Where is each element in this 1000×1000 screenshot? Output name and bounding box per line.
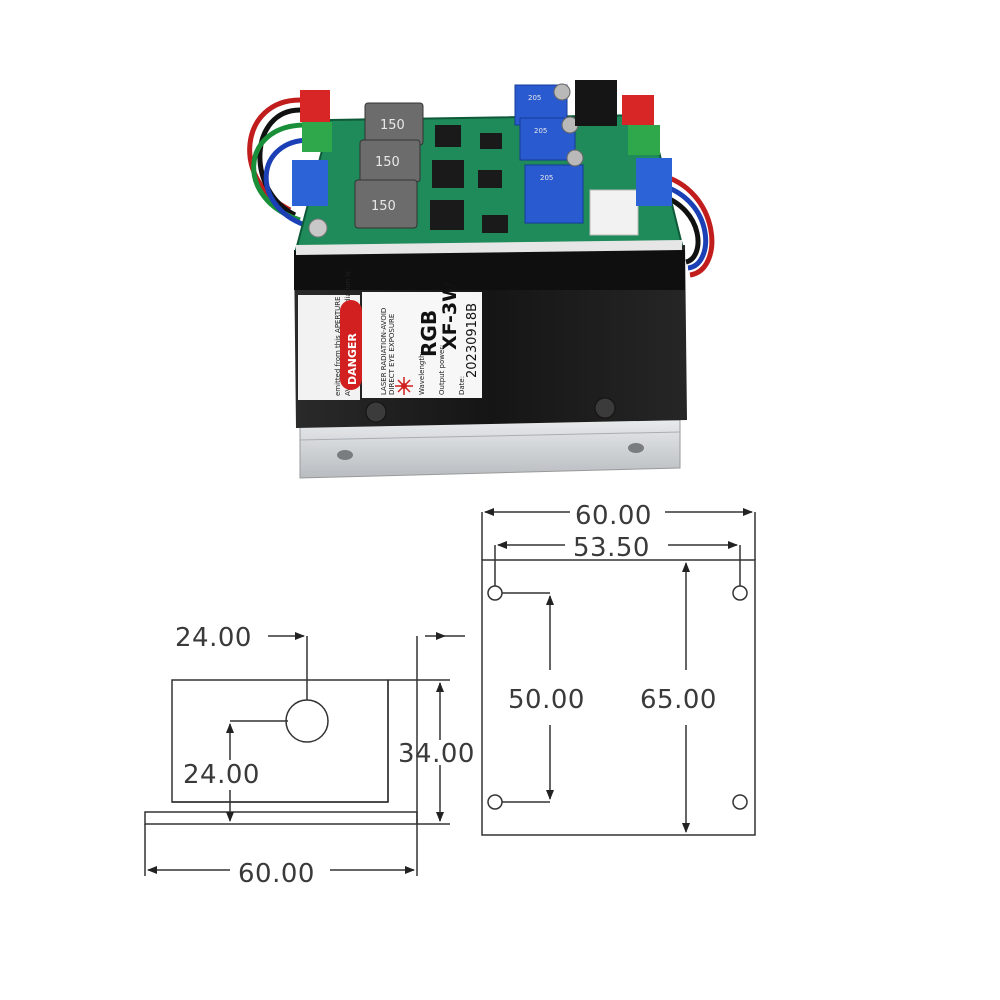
red-connector bbox=[300, 90, 330, 122]
output-value: XF-3W bbox=[439, 281, 461, 350]
dim-hole-spacing-y: 50.00 bbox=[508, 685, 585, 715]
potentiometer: 205 bbox=[519, 117, 576, 161]
capacitor bbox=[566, 149, 584, 167]
laser-burst-icon bbox=[395, 377, 413, 395]
white-connector bbox=[589, 189, 639, 236]
top-plate-outline bbox=[481, 559, 756, 836]
output-label: Output power: bbox=[438, 345, 446, 395]
inductor: 150 bbox=[354, 179, 418, 229]
svg-text:150: 150 bbox=[380, 118, 405, 133]
blue-connector bbox=[292, 160, 328, 206]
pcb-screw bbox=[308, 218, 328, 238]
dim-height: 34.00 bbox=[398, 739, 475, 769]
dim-top-offset: 24.00 bbox=[175, 623, 252, 653]
pin-header bbox=[575, 80, 617, 126]
dim-side-width: 60.00 bbox=[238, 859, 315, 889]
top-view-drawing bbox=[481, 508, 756, 836]
warning-text-3: LASER RADIATION-AVOID bbox=[380, 308, 388, 395]
warning-text-4: DIRECT EYE EXPOSURE bbox=[388, 314, 396, 395]
inductor: 150 bbox=[364, 102, 424, 146]
danger-text: DANGER bbox=[346, 333, 359, 385]
danger-badge bbox=[340, 300, 362, 390]
chip bbox=[432, 160, 464, 188]
side-view-labels: 24.00 24.00 34.00 60.00 bbox=[175, 623, 475, 889]
plate-hole bbox=[487, 585, 503, 601]
side-view-drawing bbox=[144, 632, 465, 876]
aperture-circle bbox=[285, 699, 329, 743]
base-plate bbox=[299, 419, 681, 479]
svg-text:205: 205 bbox=[528, 94, 541, 102]
blue-connector bbox=[636, 158, 672, 206]
warning-text-2: emitted from this APERTURE bbox=[334, 296, 342, 396]
screw bbox=[594, 397, 616, 419]
mount-hole bbox=[337, 450, 353, 460]
chip bbox=[480, 133, 502, 149]
right-wires bbox=[659, 172, 715, 278]
wavelength-label: Wavelength: bbox=[418, 351, 426, 395]
green-connector bbox=[628, 125, 660, 155]
dim-hole-spacing-x: 53.50 bbox=[573, 533, 650, 563]
plate-hole bbox=[732, 794, 748, 810]
plate-hole bbox=[487, 794, 503, 810]
warning-label: AVOID EXPOSURE-Laser radiation is emitte… bbox=[298, 271, 482, 400]
screw bbox=[365, 401, 387, 423]
potentiometer: 205 bbox=[524, 164, 584, 224]
svg-text:150: 150 bbox=[375, 155, 400, 170]
wavelength-value: RGB bbox=[417, 310, 441, 357]
plate-hole bbox=[732, 585, 748, 601]
chip bbox=[478, 170, 502, 188]
dim-top-width: 60.00 bbox=[575, 501, 652, 531]
laser-module-photo: AVOID EXPOSURE-Laser radiation is emitte… bbox=[247, 80, 715, 479]
driver-pcb: 150 150 150 205 205 bbox=[292, 80, 684, 255]
date-value: 20230918B bbox=[465, 303, 480, 378]
svg-text:150: 150 bbox=[371, 199, 396, 214]
capacitor bbox=[553, 83, 571, 101]
left-wires bbox=[247, 97, 311, 228]
top-view-labels: 60.00 53.50 50.00 65.00 bbox=[508, 501, 717, 715]
red-connector bbox=[622, 95, 654, 125]
chip bbox=[430, 200, 464, 230]
svg-text:205: 205 bbox=[534, 127, 547, 135]
dim-length: 65.00 bbox=[640, 685, 717, 715]
chip bbox=[435, 125, 461, 147]
mount-hole bbox=[628, 443, 644, 453]
svg-text:205: 205 bbox=[540, 174, 553, 182]
inductor: 150 bbox=[359, 139, 421, 183]
date-label: Date: bbox=[458, 376, 466, 395]
side-base-outline bbox=[144, 811, 418, 825]
chip bbox=[482, 215, 508, 233]
green-connector bbox=[302, 122, 332, 152]
dim-hole-height: 24.00 bbox=[183, 760, 260, 790]
